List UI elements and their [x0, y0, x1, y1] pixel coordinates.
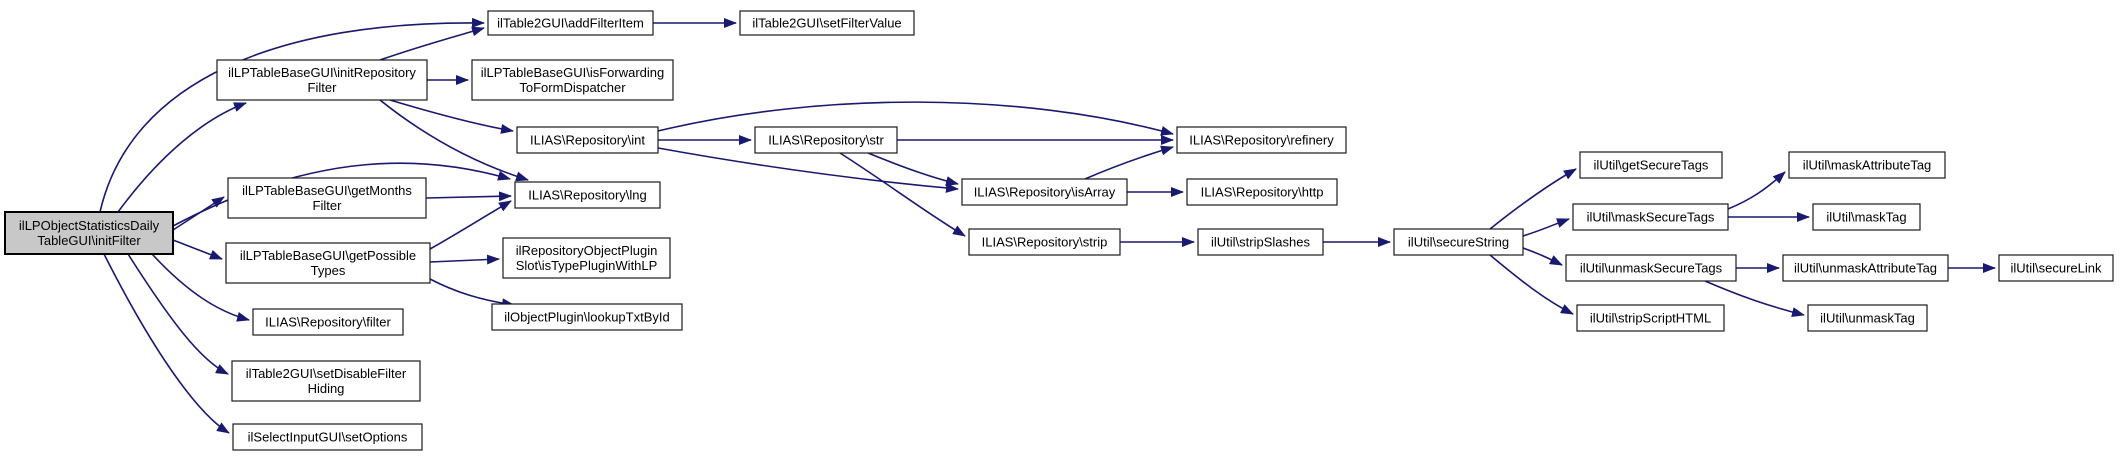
node-add-filter-item[interactable]: ilTable2GUI\addFilterItem [487, 10, 654, 36]
node-box-repository-is-array[interactable] [961, 178, 1128, 206]
node-repository-refinery[interactable]: ILIAS\Repository\refinery [1176, 126, 1347, 154]
node-repository-lng[interactable]: ILIAS\Repository\lng [514, 181, 661, 209]
node-unmask-attribute-tag[interactable]: ilUtil\unmaskAttributeTag [1782, 254, 1949, 282]
node-box-unmask-secure-tags[interactable] [1565, 254, 1737, 282]
node-box-get-possible-types[interactable] [225, 242, 431, 284]
node-repository-is-array[interactable]: ILIAS\Repository\isArray [961, 178, 1128, 206]
edge-repository-str-to-repository-strip [839, 152, 966, 237]
node-box-init-repository-filter[interactable] [216, 59, 428, 101]
edge-root-to-set-disable-filter-hiding [127, 253, 229, 375]
node-box-get-secure-tags[interactable] [1579, 151, 1723, 179]
node-box-repository-http[interactable] [1186, 178, 1338, 206]
node-strip-slashes[interactable]: ilUtil\stripSlashes [1197, 228, 1324, 256]
node-box-mask-tag[interactable] [1812, 203, 1921, 231]
node-box-set-disable-filter-hiding[interactable] [231, 360, 421, 402]
edge-unmask-secure-tags-to-unmask-tag [1704, 280, 1805, 317]
edge-secure-string-to-strip-script-html [1489, 254, 1574, 315]
edge-root-to-get-possible-types [172, 239, 223, 260]
node-secure-link[interactable]: ilUtil\secureLink [1998, 254, 2114, 282]
node-box-repository-str[interactable] [754, 126, 898, 154]
edge-repository-int-to-repository-is-array [657, 147, 959, 193]
node-strip-script-html[interactable]: ilUtil\stripScriptHTML [1576, 304, 1725, 332]
node-box-set-filter-value[interactable] [739, 10, 915, 36]
node-repository-http[interactable]: ILIAS\Repository\http [1186, 178, 1338, 206]
node-box-repository-refinery[interactable] [1176, 126, 1347, 154]
node-box-strip-script-html[interactable] [1576, 304, 1725, 332]
node-box-strip-slashes[interactable] [1197, 228, 1324, 256]
edge-repository-str-to-repository-is-array [867, 152, 959, 186]
node-repository-str[interactable]: ILIAS\Repository\str [754, 126, 898, 154]
node-lookup-txt-by-id[interactable]: ilObjectPlugin\lookupTxtById [491, 303, 683, 331]
node-box-add-filter-item[interactable] [487, 10, 654, 36]
node-box-secure-string[interactable] [1393, 228, 1524, 256]
edge-init-repository-filter-to-add-filter-item [379, 26, 485, 61]
edge-mask-secure-tags-to-mask-attribute-tag [1727, 171, 1786, 210]
edge-root-to-repository-filter [151, 253, 250, 322]
edge-init-repository-filter-to-repository-int [389, 99, 514, 134]
node-get-secure-tags[interactable]: ilUtil\getSecureTags [1579, 151, 1723, 179]
edge-root-to-set-options [103, 253, 230, 434]
node-secure-string[interactable]: ilUtil\secureString [1393, 228, 1524, 256]
node-repository-strip[interactable]: ILIAS\Repository\strip [968, 228, 1121, 256]
node-unmask-secure-tags[interactable]: ilUtil\unmaskSecureTags [1565, 254, 1737, 282]
node-box-is-type-plugin-with-lp[interactable] [502, 237, 671, 279]
node-box-unmask-tag[interactable] [1807, 304, 1928, 332]
node-box-lookup-txt-by-id[interactable] [491, 303, 683, 331]
node-mask-secure-tags[interactable]: ilUtil\maskSecureTags [1572, 203, 1729, 231]
edge-get-possible-types-to-lookup-txt-by-id [429, 278, 515, 309]
edge-secure-string-to-get-secure-tags [1489, 168, 1577, 230]
node-box-repository-int[interactable] [516, 126, 659, 154]
edge-get-possible-types-to-repository-lng [429, 200, 512, 250]
node-box-is-forwarding-to-form-dispatcher[interactable] [471, 59, 674, 101]
edge-get-possible-types-to-is-type-plugin-with-lp [429, 254, 500, 265]
node-box-repository-lng[interactable] [514, 181, 661, 209]
edge-repository-int-to-repository-refinery [657, 101, 1174, 136]
node-repository-int[interactable]: ILIAS\Repository\int [516, 126, 659, 154]
node-box-mask-attribute-tag[interactable] [1788, 151, 1946, 179]
node-box-root[interactable] [4, 211, 174, 255]
edge-get-months-filter-to-repository-lng [425, 191, 512, 202]
node-unmask-tag[interactable]: ilUtil\unmaskTag [1807, 304, 1928, 332]
edge-init-repository-filter-to-repository-lng [379, 99, 529, 182]
node-box-set-options[interactable] [232, 423, 423, 451]
edge-repository-is-array-to-repository-refinery [1084, 145, 1174, 180]
node-box-unmask-attribute-tag[interactable] [1782, 254, 1949, 282]
node-box-secure-link[interactable] [1998, 254, 2114, 282]
edge-secure-string-to-unmask-secure-tags [1522, 247, 1563, 266]
node-set-options[interactable]: ilSelectInputGUI\setOptions [232, 423, 423, 451]
node-set-filter-value[interactable]: ilTable2GUI\setFilterValue [739, 10, 915, 36]
node-box-repository-strip[interactable] [968, 228, 1121, 256]
node-mask-attribute-tag[interactable]: ilUtil\maskAttributeTag [1788, 151, 1946, 179]
edge-root-to-get-months-filter [172, 196, 225, 231]
node-repository-filter[interactable]: ILIAS\Repository\filter [252, 308, 404, 336]
edge-secure-string-to-mask-secure-tags [1522, 218, 1570, 237]
node-mask-tag[interactable]: ilUtil\maskTag [1812, 203, 1921, 231]
node-box-get-months-filter[interactable] [227, 177, 427, 219]
edge-root-to-init-repository-filter [117, 102, 247, 213]
node-box-mask-secure-tags[interactable] [1572, 203, 1729, 231]
node-box-repository-filter[interactable] [252, 308, 404, 336]
